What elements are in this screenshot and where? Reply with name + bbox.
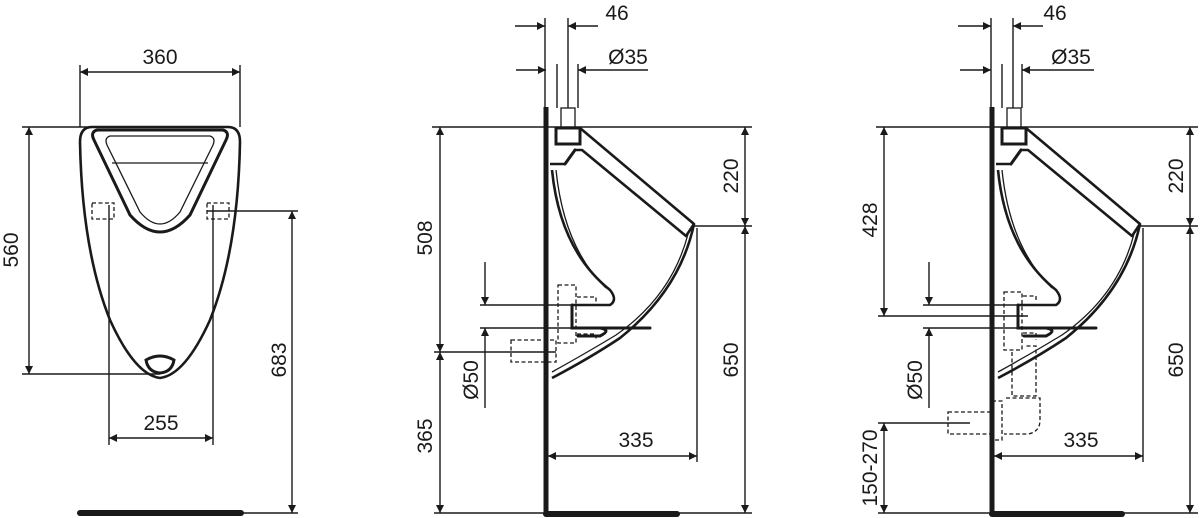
label-428: 428 xyxy=(859,202,882,237)
side-view-bottom-outlet: 46 Ø35 220 650 428 Ø50 150-270 335 xyxy=(859,2,1198,517)
label-508: 508 xyxy=(414,220,437,255)
label-650: 650 xyxy=(720,342,743,377)
label-335: 335 xyxy=(618,429,653,452)
label-offset-46: 46 xyxy=(1043,2,1066,25)
left-fixing-bracket xyxy=(91,202,115,220)
bowl-rim-outer xyxy=(91,128,229,234)
label-dia-50: Ø50 xyxy=(460,360,483,400)
label-dia-50: Ø50 xyxy=(904,360,927,400)
inlet-connector xyxy=(1000,126,1028,146)
side-view-rear-outlet: 46 Ø35 220 650 508 365 Ø50 335 xyxy=(414,2,752,517)
inlet-spud xyxy=(560,107,576,129)
drain-slot xyxy=(144,354,176,375)
label-220: 220 xyxy=(1165,158,1188,193)
fixing-bracket-hidden xyxy=(1003,291,1023,351)
label-365: 365 xyxy=(414,418,437,453)
label-dia-35: Ø35 xyxy=(608,46,648,69)
label-220: 220 xyxy=(720,158,743,193)
label-150-270: 150-270 xyxy=(859,429,882,506)
label-height-683: 683 xyxy=(268,342,291,377)
label-offset-46: 46 xyxy=(605,2,628,25)
urinal-side-outline xyxy=(551,223,696,380)
inlet-spud xyxy=(1006,107,1022,129)
label-335: 335 xyxy=(1063,429,1098,452)
inlet-connector xyxy=(554,126,582,146)
bowl-rim-inner xyxy=(105,135,215,225)
trap-hidden xyxy=(1011,345,1037,397)
outlet-pipe-hidden xyxy=(510,339,557,363)
label-dia-35: Ø35 xyxy=(1051,46,1091,69)
fixing-bracket-hidden xyxy=(557,284,577,344)
label-width-360: 360 xyxy=(142,46,177,69)
front-view: 360 560 683 255 xyxy=(0,46,298,516)
urinal-front-outline xyxy=(78,125,242,380)
label-650: 650 xyxy=(1165,342,1188,377)
urinal-side-outline xyxy=(997,223,1142,380)
label-spacing-255: 255 xyxy=(143,412,178,435)
label-height-560: 560 xyxy=(0,232,23,267)
